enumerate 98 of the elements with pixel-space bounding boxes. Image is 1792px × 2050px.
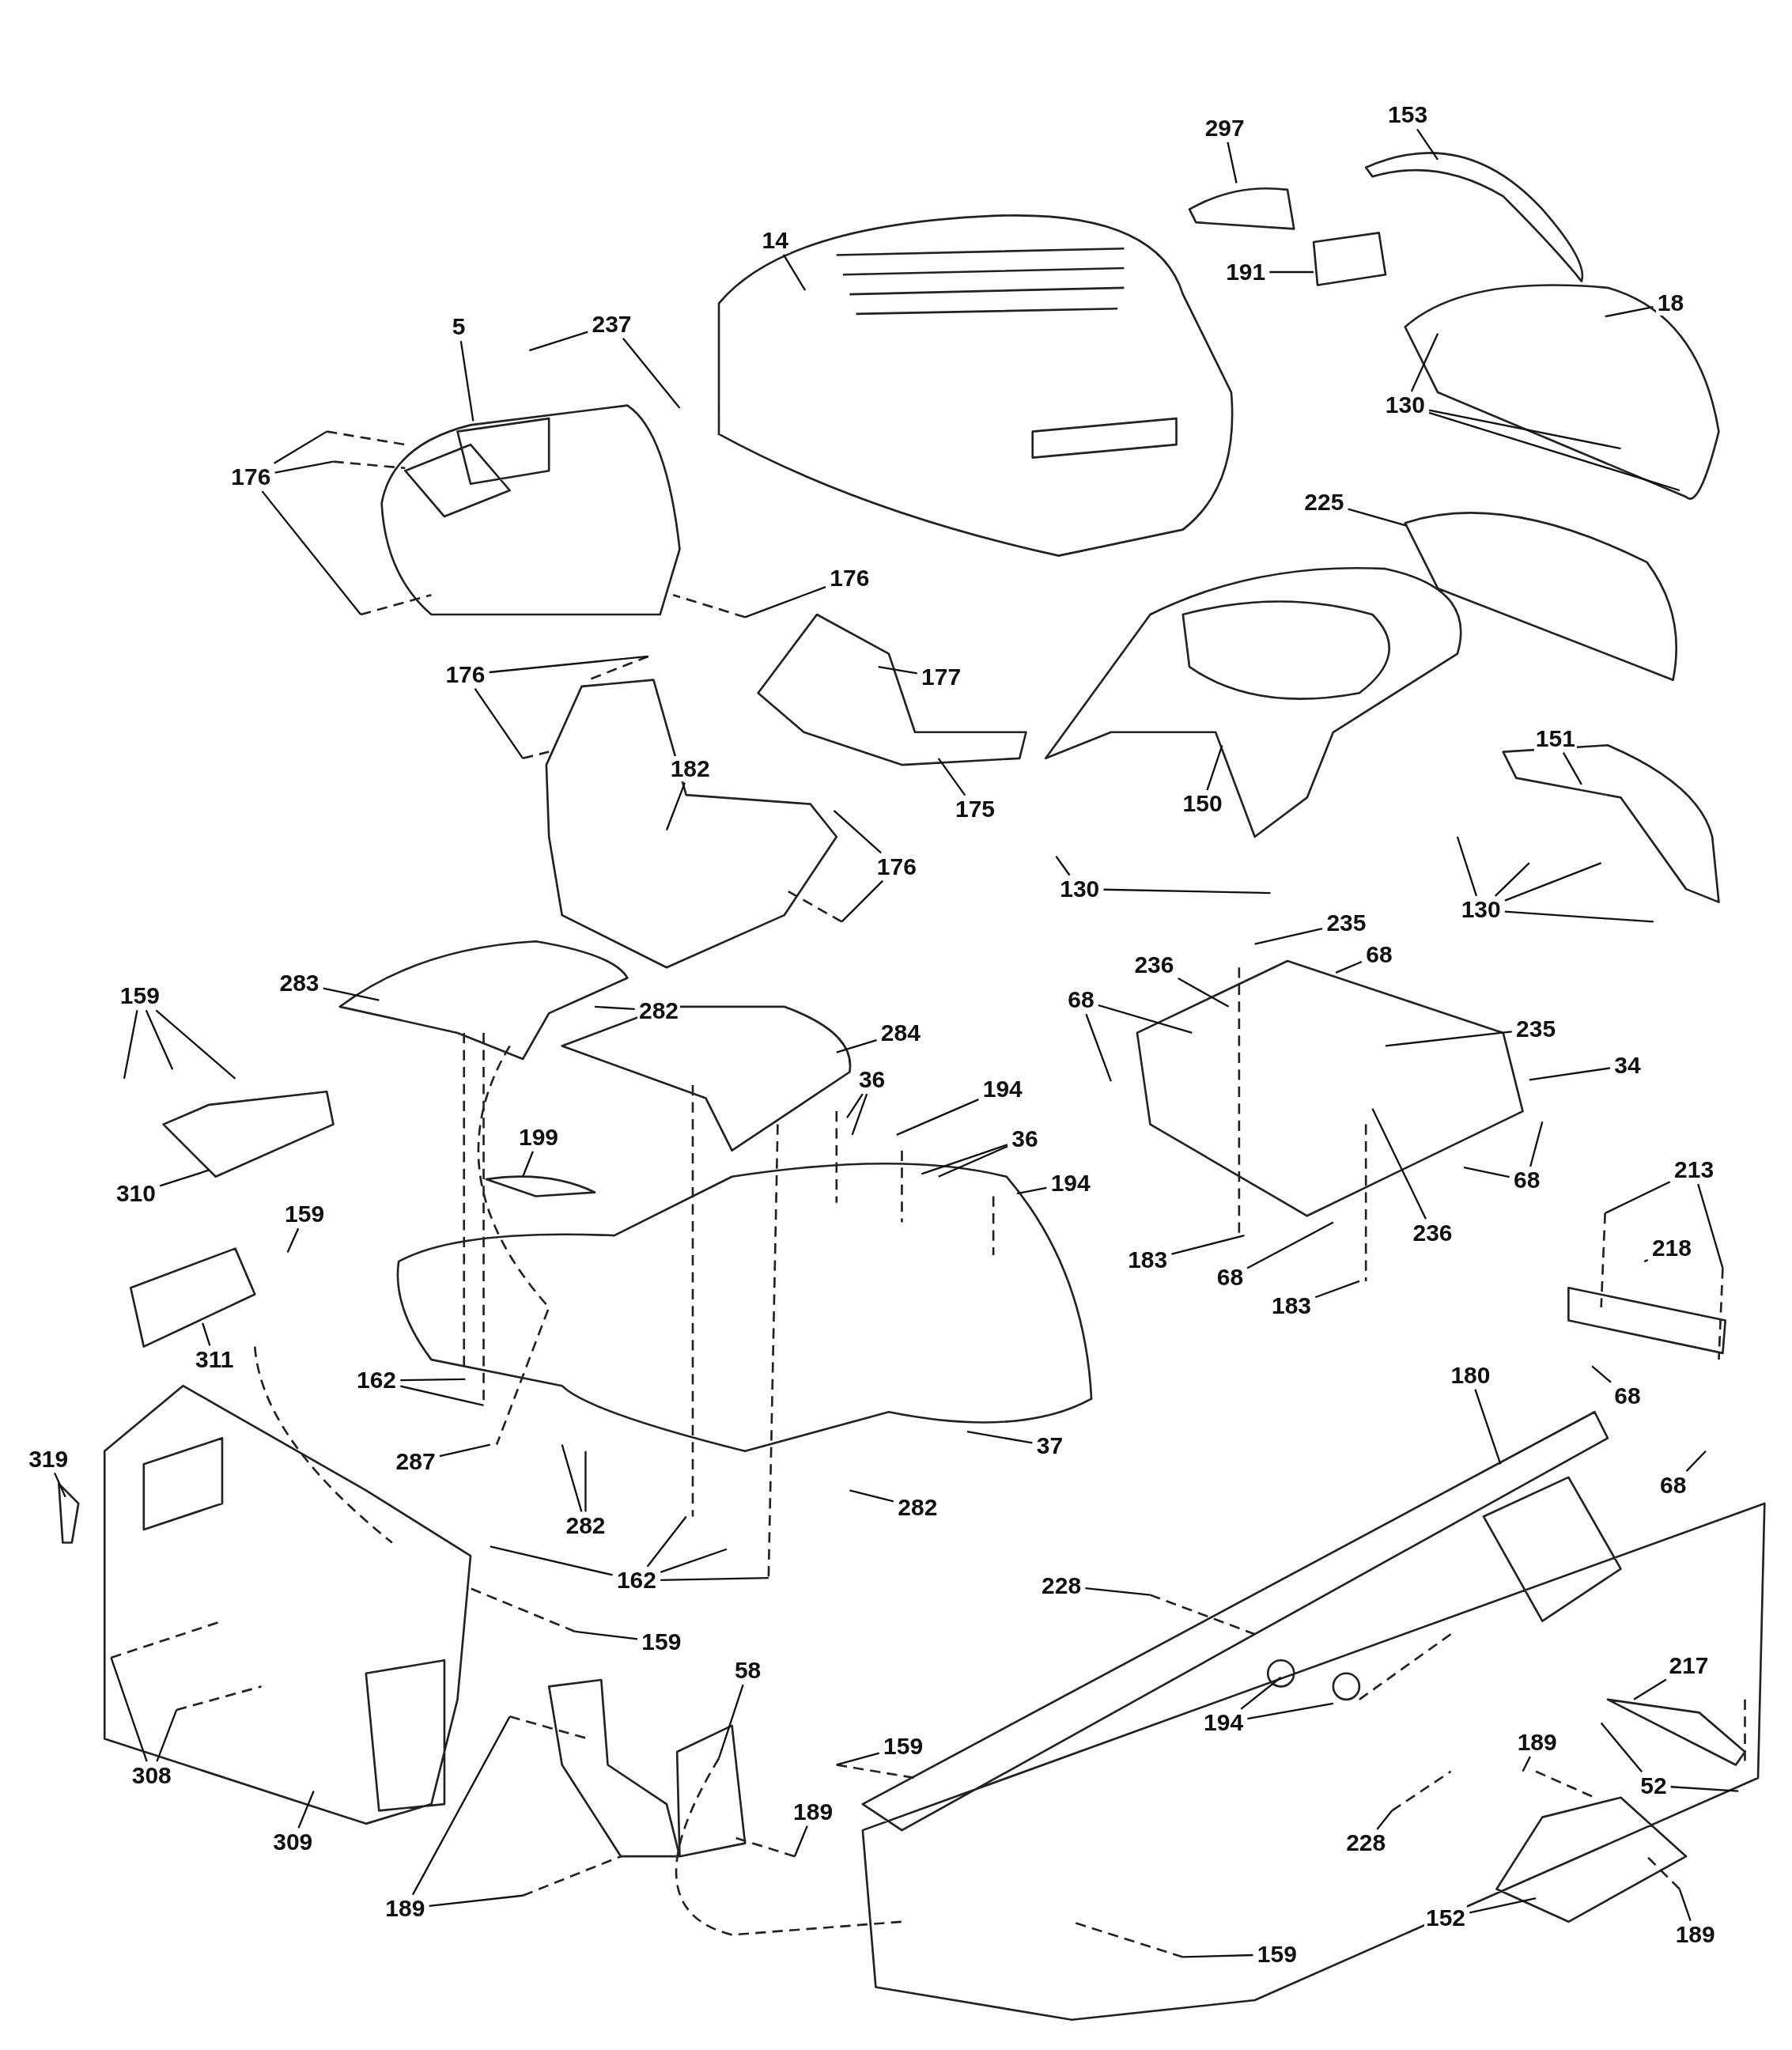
leader-line — [921, 1144, 1008, 1175]
leader-line — [937, 758, 966, 796]
leader-line — [1182, 1954, 1253, 1958]
leader-line — [584, 1451, 587, 1512]
leader-line — [54, 1472, 66, 1498]
leader-line — [400, 1378, 466, 1382]
leader-line — [1529, 1067, 1611, 1081]
leader-line — [660, 1548, 728, 1573]
leader-line — [1178, 977, 1230, 1008]
leader-line — [1240, 1676, 1282, 1710]
leader-line — [966, 1430, 1033, 1444]
leader-line — [1416, 128, 1439, 161]
leader-line — [286, 1227, 300, 1254]
leader-line — [1670, 1786, 1739, 1792]
leader-line — [1055, 856, 1071, 876]
leader-line — [1600, 1722, 1643, 1772]
leader-line — [1605, 1181, 1671, 1215]
leader-line — [851, 1093, 868, 1136]
leader-line — [1633, 1678, 1667, 1700]
leader-line — [744, 586, 826, 618]
leader-line — [323, 987, 380, 1001]
leader-line — [1494, 862, 1530, 897]
leader-line — [1562, 752, 1582, 785]
leader-line — [1246, 1221, 1334, 1269]
leader-line — [159, 1169, 210, 1187]
leader-line — [439, 1443, 491, 1458]
leader-line — [411, 1715, 511, 1896]
leader-line — [849, 1489, 894, 1503]
leader-line — [459, 340, 474, 422]
leader-line — [1522, 1756, 1531, 1772]
leader-line — [202, 1322, 211, 1346]
leader-line — [1085, 1013, 1112, 1082]
leader-line — [1335, 960, 1363, 974]
leader-line — [1247, 1702, 1334, 1720]
leader-line — [841, 879, 883, 923]
leader-line — [1428, 411, 1680, 492]
leader-line — [646, 1515, 687, 1568]
leader-line — [1016, 1186, 1047, 1195]
leader-line — [1385, 1031, 1512, 1047]
leader-line — [522, 1151, 534, 1178]
leader-line — [1103, 888, 1271, 895]
leader-line — [155, 1009, 236, 1080]
leader-line — [833, 810, 882, 854]
leader-line — [782, 254, 807, 291]
leader-line — [489, 655, 648, 674]
leader-line — [1643, 1259, 1649, 1263]
leader-line — [561, 1444, 583, 1512]
leader-line — [1529, 1121, 1544, 1167]
leader-line — [1098, 1004, 1193, 1034]
leader-line — [1171, 1235, 1245, 1255]
leader-line — [836, 1039, 877, 1053]
leader-line — [1456, 836, 1478, 897]
leader-line — [1605, 305, 1654, 318]
leader-line — [1504, 861, 1602, 902]
leader-line — [429, 1894, 524, 1908]
leader-line — [1591, 1365, 1612, 1383]
leader-line — [400, 1385, 484, 1407]
leader-line — [1469, 1897, 1537, 1914]
leader-line — [1504, 910, 1654, 923]
leader-line — [490, 1545, 613, 1576]
leader-line — [1685, 1451, 1707, 1472]
leader-line — [1463, 1167, 1510, 1178]
leader-line — [274, 460, 334, 474]
leader-line — [878, 666, 917, 675]
leader-line — [1269, 270, 1314, 274]
leader-line — [896, 1099, 979, 1136]
leader-line — [1474, 1389, 1502, 1465]
leader-line — [622, 338, 681, 409]
leader-line — [1085, 1587, 1151, 1596]
leader-line — [1314, 1280, 1360, 1299]
leader-line — [575, 1630, 638, 1640]
leader-line — [1227, 142, 1238, 183]
leader-line — [846, 1093, 864, 1118]
leader-line — [156, 1709, 178, 1762]
leader-line — [1410, 333, 1439, 392]
leader-line — [665, 782, 686, 831]
leader-line — [145, 1009, 174, 1070]
leader-line — [1206, 744, 1223, 791]
leader-line — [261, 490, 362, 615]
leader-line — [529, 331, 588, 352]
leader-line — [1428, 409, 1621, 450]
leader-line — [1697, 1183, 1724, 1269]
leader-line — [594, 1005, 635, 1011]
leader-line — [274, 430, 327, 464]
leader-line — [938, 1145, 1008, 1178]
leader-line — [1678, 1889, 1692, 1922]
leader-line — [1254, 927, 1323, 945]
leader-line — [297, 1791, 315, 1829]
leader-line — [110, 1657, 148, 1762]
leader-line — [660, 1577, 769, 1581]
leader-line — [1348, 508, 1407, 527]
leader-line — [836, 1752, 880, 1766]
leader-line — [123, 1010, 138, 1079]
leader-line — [793, 1825, 808, 1857]
leader-line — [1371, 1108, 1427, 1220]
leader-line — [717, 1684, 744, 1759]
leader-line — [1376, 1810, 1393, 1830]
leader-line — [474, 688, 524, 759]
